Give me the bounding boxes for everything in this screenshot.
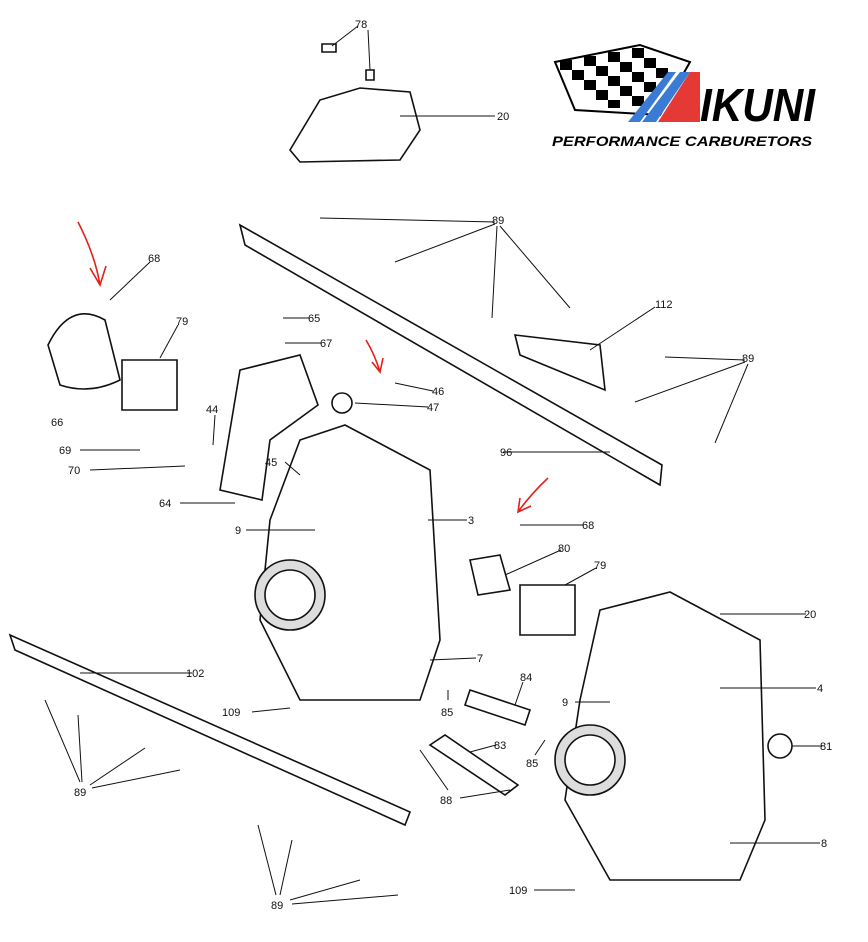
washer-47 (331, 392, 353, 414)
cam-66 (47, 313, 121, 390)
logo-brand: IKUNI (700, 79, 816, 131)
callout: 81 (820, 741, 832, 753)
callout: 8 (821, 838, 827, 850)
red-arrow-1 (77, 221, 107, 287)
callout: 44 (206, 404, 218, 416)
red-arrow-3 (517, 477, 549, 514)
callout: 109 (509, 885, 527, 897)
callout: 102 (186, 668, 204, 680)
bracket-96 (238, 223, 663, 487)
bracket-102 (8, 633, 412, 827)
screw-78a (321, 43, 337, 53)
callout: 66 (51, 417, 63, 429)
callout: 89 (271, 900, 283, 912)
callout: 89 (742, 353, 754, 365)
callout-labels: 78 20 89 112 89 68 79 65 67 66 44 46 47 … (51, 19, 832, 912)
callout: 80 (558, 543, 570, 555)
fitting-80 (469, 554, 512, 596)
callout: 88 (440, 795, 452, 807)
plug-81 (767, 733, 793, 759)
callout: 64 (159, 498, 171, 510)
callout: 20 (804, 609, 816, 621)
callout: 65 (308, 313, 320, 325)
callout: 68 (148, 253, 160, 265)
link-64 (219, 354, 319, 501)
callout: 69 (59, 445, 71, 457)
callout: 20 (497, 111, 509, 123)
spring-79 (121, 359, 178, 411)
callout: 46 (432, 386, 444, 398)
callout: 7 (477, 653, 483, 665)
callout: 85 (441, 707, 453, 719)
callout: 89 (492, 215, 504, 227)
callout: 79 (176, 316, 188, 328)
spring-79b (519, 584, 576, 636)
callout: 96 (500, 447, 512, 459)
callout: 4 (817, 683, 823, 695)
logo-tagline: PERFORMANCE CARBURETORS (552, 133, 813, 149)
red-arrow-2 (365, 339, 384, 374)
callout: 78 (355, 19, 367, 31)
plate-112 (513, 334, 606, 392)
callout: 109 (222, 707, 240, 719)
joint-84 (463, 688, 532, 727)
mikuni-logo: IKUNI PERFORMANCE CARBURETORS (552, 43, 816, 149)
callout: 9 (235, 525, 241, 537)
callout: 68 (582, 520, 594, 532)
top-cover-20 (289, 87, 421, 163)
callout: 45 (265, 457, 277, 469)
callout: 3 (468, 515, 474, 527)
callout: 67 (320, 338, 332, 350)
callout: 112 (655, 299, 673, 311)
red-annotation-arrows (77, 221, 549, 514)
callout: 79 (594, 560, 606, 572)
tube-83 (428, 734, 520, 796)
callout: 70 (68, 465, 80, 477)
leader-lines (44, 25, 822, 905)
callout: 9 (562, 697, 568, 709)
callout: 84 (520, 672, 532, 684)
callout: 89 (74, 787, 86, 799)
callout: 47 (427, 402, 439, 414)
callout: 85 (526, 758, 538, 770)
parts (8, 43, 793, 881)
callout: 83 (494, 740, 506, 752)
carb-body-left (259, 424, 441, 701)
